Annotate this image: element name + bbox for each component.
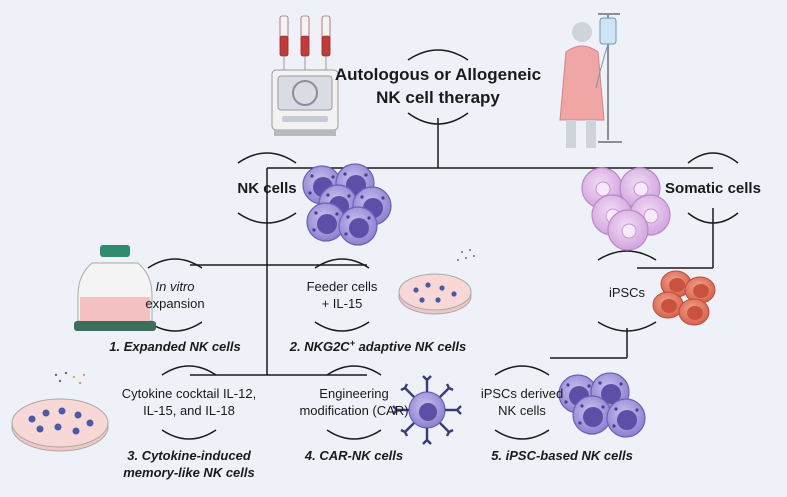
- result-expanded-nk: 1. Expanded NK cells: [109, 339, 241, 354]
- cytokine-line2: IL-15, and IL-18: [143, 403, 235, 418]
- expansion-label: expansion: [145, 296, 204, 311]
- nkg2c-sup: +: [350, 338, 356, 348]
- therapy-title-line2: NK cell therapy: [376, 88, 500, 107]
- petri-dish-icon: [398, 249, 475, 315]
- result-car-nk: 4. CAR-NK cells: [304, 448, 403, 463]
- in-vitro-label: In vitro: [155, 279, 194, 294]
- culture-flask-icon: [74, 245, 156, 331]
- arc-brackets: [147, 49, 739, 440]
- il15-label: + IL-15: [322, 296, 363, 311]
- nk-cell-cluster-icon: [302, 163, 392, 246]
- engineering-line2: modification (CAR): [299, 403, 408, 418]
- ipsc-derived-line1: iPSCs derived: [481, 386, 563, 401]
- result-cytokine-induced-line1: 3. Cytokine-induced: [127, 448, 252, 463]
- ipsc-cluster-icon: [652, 270, 716, 326]
- somatic-cells-label: Somatic cells: [665, 180, 761, 197]
- result-ipsc-based-nk: 5. iPSC-based NK cells: [491, 448, 633, 463]
- engineering-line1: Engineering: [319, 386, 388, 401]
- nkg2c-prefix: 2. NKG2C: [289, 339, 351, 354]
- result-nkg2c-adaptive: 2. NKG2C+ adaptive NK cells: [289, 338, 467, 354]
- cytokine-line1: Cytokine cocktail IL-12,: [122, 386, 256, 401]
- result-cytokine-induced-line2: memory-like NK cells: [123, 465, 255, 480]
- ipsc-derived-line2: NK cells: [498, 403, 546, 418]
- cell-processing-machine-icon: [271, 15, 339, 136]
- car-nk-cell-icon: [392, 375, 462, 445]
- ipscs-label: iPSCs: [609, 285, 646, 300]
- nk-cell-cluster-icon: [558, 372, 646, 438]
- nkg2c-suffix: adaptive NK cells: [355, 339, 466, 354]
- patient-with-iv-icon: [559, 13, 622, 148]
- in-vitro-italic: In vitro: [155, 279, 194, 294]
- feeder-cells-label: Feeder cells: [307, 279, 378, 294]
- nk-cells-label: NK cells: [237, 180, 296, 197]
- therapy-title-line1: Autologous or Allogeneic: [335, 65, 541, 84]
- petri-dish-icon: [11, 371, 109, 452]
- somatic-cell-cluster-icon: [581, 167, 671, 251]
